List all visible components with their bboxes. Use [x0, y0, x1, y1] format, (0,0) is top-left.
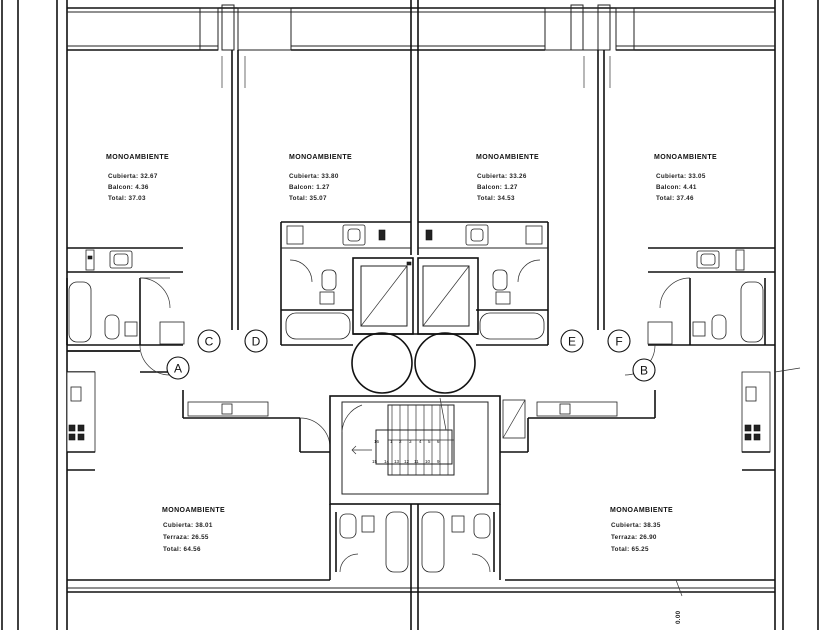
unit-tag-d: D — [244, 329, 268, 353]
unit-title: MONOAMBIENTE — [476, 154, 539, 161]
right-side-kitchens — [741, 367, 801, 471]
unit-tag-e: E — [560, 329, 584, 353]
unit-title: MONOAMBIENTE — [106, 154, 169, 161]
unit-tag-label: B — [640, 364, 648, 378]
stair-number: 11 — [414, 459, 419, 464]
unit-area-line: Total: 34.53 — [477, 195, 515, 202]
elevator-shafts — [351, 257, 479, 394]
unit-area-line: Balcon: 4.41 — [656, 184, 697, 191]
top-window-boxes — [199, 4, 635, 51]
unit-area-line: Cubierta: 38.01 — [163, 522, 213, 529]
unit-3-services — [418, 221, 549, 346]
unit-area-line: Balcon: 4.36 — [108, 184, 149, 191]
unit-4-services — [647, 247, 775, 346]
unit-tag-c: C — [197, 329, 221, 353]
unit-area-line: Cubierta: 33.05 — [656, 173, 706, 180]
corridor-walls — [67, 344, 656, 453]
unit-area-line: Cubierta: 38.35 — [611, 522, 661, 529]
stair-number: 14 — [384, 459, 390, 464]
stair-core — [329, 395, 501, 505]
outer-walls — [1, 0, 819, 630]
unit-tag-b: B — [632, 358, 656, 382]
unit-area-line: Cubierta: 33.26 — [477, 173, 527, 180]
stair-number: 15 — [372, 459, 378, 464]
unit-tag-a: A — [166, 356, 190, 380]
unit-tag-label: C — [205, 335, 214, 349]
unit-area-line: Terraza: 26.55 — [163, 534, 209, 541]
unit-title: MONOAMBIENTE — [610, 507, 673, 514]
unit-area-line: Cubierta: 33.80 — [289, 173, 339, 180]
stair-number: 5 — [428, 439, 431, 444]
lower-walls — [410, 579, 683, 630]
stair-number: 10 — [425, 459, 431, 464]
unit-title: MONOAMBIENTE — [162, 507, 225, 514]
stair-number: 9 — [437, 459, 440, 464]
lower-baths — [329, 504, 501, 592]
stair-number: 13 — [394, 459, 400, 464]
unit-area-line: Cubierta: 32.67 — [108, 173, 158, 180]
unit-tag-label: A — [174, 362, 182, 376]
unit-tag-f: F — [607, 329, 631, 353]
unit-area-line: Total: 64.56 — [163, 546, 201, 553]
unit-label-3: MONOAMBIENTE Cubierta: 33.26 Balcon: 1.2… — [476, 154, 539, 202]
unit-2-services — [280, 221, 411, 346]
unit-area-line: Terraza: 26.90 — [611, 534, 657, 541]
stair-number: 4 — [419, 439, 422, 444]
stair-numbers-top: 16 1 2 3 4 5 6 — [374, 439, 440, 444]
unit-title: MONOAMBIENTE — [654, 154, 717, 161]
unit-tag-label: F — [615, 335, 622, 349]
unit-area-line: Total: 37.46 — [656, 195, 694, 202]
dimension-label: 0.00 — [675, 610, 682, 624]
stair-number: 12 — [404, 459, 410, 464]
party-walls — [221, 0, 611, 330]
unit-area-line: Balcon: 1.27 — [477, 184, 518, 191]
stair-number: 16 — [374, 439, 380, 444]
left-side-kitchens — [66, 371, 96, 471]
stair-number: 6 — [437, 439, 440, 444]
stair-number: 2 — [399, 439, 402, 444]
unit-label-5: MONOAMBIENTE Cubierta: 38.01 Terraza: 26… — [162, 507, 225, 553]
unit-tag-label: E — [568, 335, 576, 349]
stair-number: 1 — [390, 439, 393, 444]
unit-title: MONOAMBIENTE — [289, 154, 352, 161]
unit-tag-label: D — [252, 335, 261, 349]
unit-area-line: Total: 65.25 — [611, 546, 649, 553]
unit-area-line: Balcon: 1.27 — [289, 184, 330, 191]
unit-1-services — [66, 247, 185, 352]
stair-numbers-bottom: 15 14 13 12 11 10 9 — [372, 459, 440, 464]
unit-label-2: MONOAMBIENTE Cubierta: 33.80 Balcon: 1.2… — [289, 154, 352, 202]
unit-label-4: MONOAMBIENTE Cubierta: 33.05 Balcon: 4.4… — [654, 154, 717, 202]
unit-area-line: Total: 35.07 — [289, 195, 327, 202]
unit-label-6: MONOAMBIENTE Cubierta: 38.35 Terraza: 26… — [610, 507, 673, 553]
stair-number: 3 — [409, 439, 412, 444]
unit-area-line: Total: 37.03 — [108, 195, 146, 202]
unit-label-1: MONOAMBIENTE Cubierta: 32.67 Balcon: 4.3… — [106, 154, 169, 202]
